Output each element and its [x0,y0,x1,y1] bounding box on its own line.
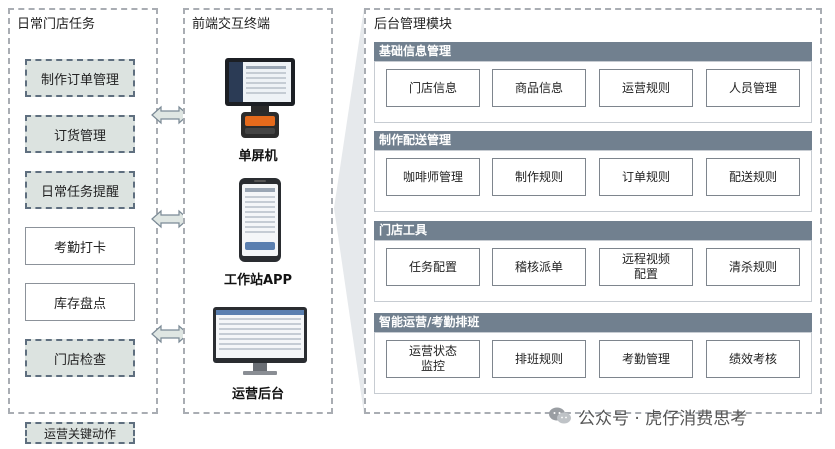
section-header-smart-ops: 智能运营/考勤排班 [374,313,812,332]
module-task-config: 任务配置 [386,248,480,286]
module-ops-monitoring: 运营状态 监控 [386,340,480,378]
funnel-connector [334,8,364,414]
wechat-icon [549,407,571,424]
module-audit-dispatch: 稽核派单 [492,248,586,286]
device-label-app: 工作站APP [223,273,293,288]
module-scheduling-rules: 排班规则 [492,340,586,378]
section-header-store-tools: 门店工具 [374,221,812,240]
module-order-rules: 订单规则 [599,158,693,196]
module-sanitation-rules: 清杀规则 [706,248,800,286]
task-store-inspection: 门店检查 [25,339,135,377]
right-panel-title: 后台管理模块 [374,17,453,32]
watermark-text: 公众号 · 虎仔消费思考 [578,408,748,429]
watermark: 公众号 · 虎仔消费思考 [548,402,818,430]
device-label-console: 运营后台 [231,387,284,402]
middle-panel-title: 前端交互终端 [192,17,271,32]
smartphone-icon [239,178,281,262]
module-performance-review: 绩效考核 [706,340,800,378]
module-delivery-rules: 配送规则 [706,158,800,196]
device-label-pos: 单屏机 [238,149,278,164]
legend-key-actions: 运营关键动作 [25,422,135,444]
module-operation-rules: 运营规则 [599,69,693,107]
section-header-basic-info: 基础信息管理 [374,42,812,61]
module-staff-management: 人员管理 [706,69,800,107]
module-store-info: 门店信息 [386,69,480,107]
task-ordering-management: 订货管理 [25,115,135,153]
task-order-management: 制作订单管理 [25,59,135,97]
task-attendance: 考勤打卡 [25,227,135,265]
module-production-rules: 制作规则 [492,158,586,196]
left-panel-title: 日常门店任务 [17,17,96,32]
module-barista-management: 咖啡师管理 [386,158,480,196]
monitor-icon [213,307,307,375]
task-inventory: 库存盘点 [25,283,135,321]
module-remote-video: 远程视频 配置 [599,248,693,286]
module-product-info: 商品信息 [492,69,586,107]
section-header-production: 制作配送管理 [374,131,812,150]
module-attendance-management: 考勤管理 [599,340,693,378]
task-daily-reminder: 日常任务提醒 [25,171,135,209]
pos-terminal-icon [225,58,295,138]
